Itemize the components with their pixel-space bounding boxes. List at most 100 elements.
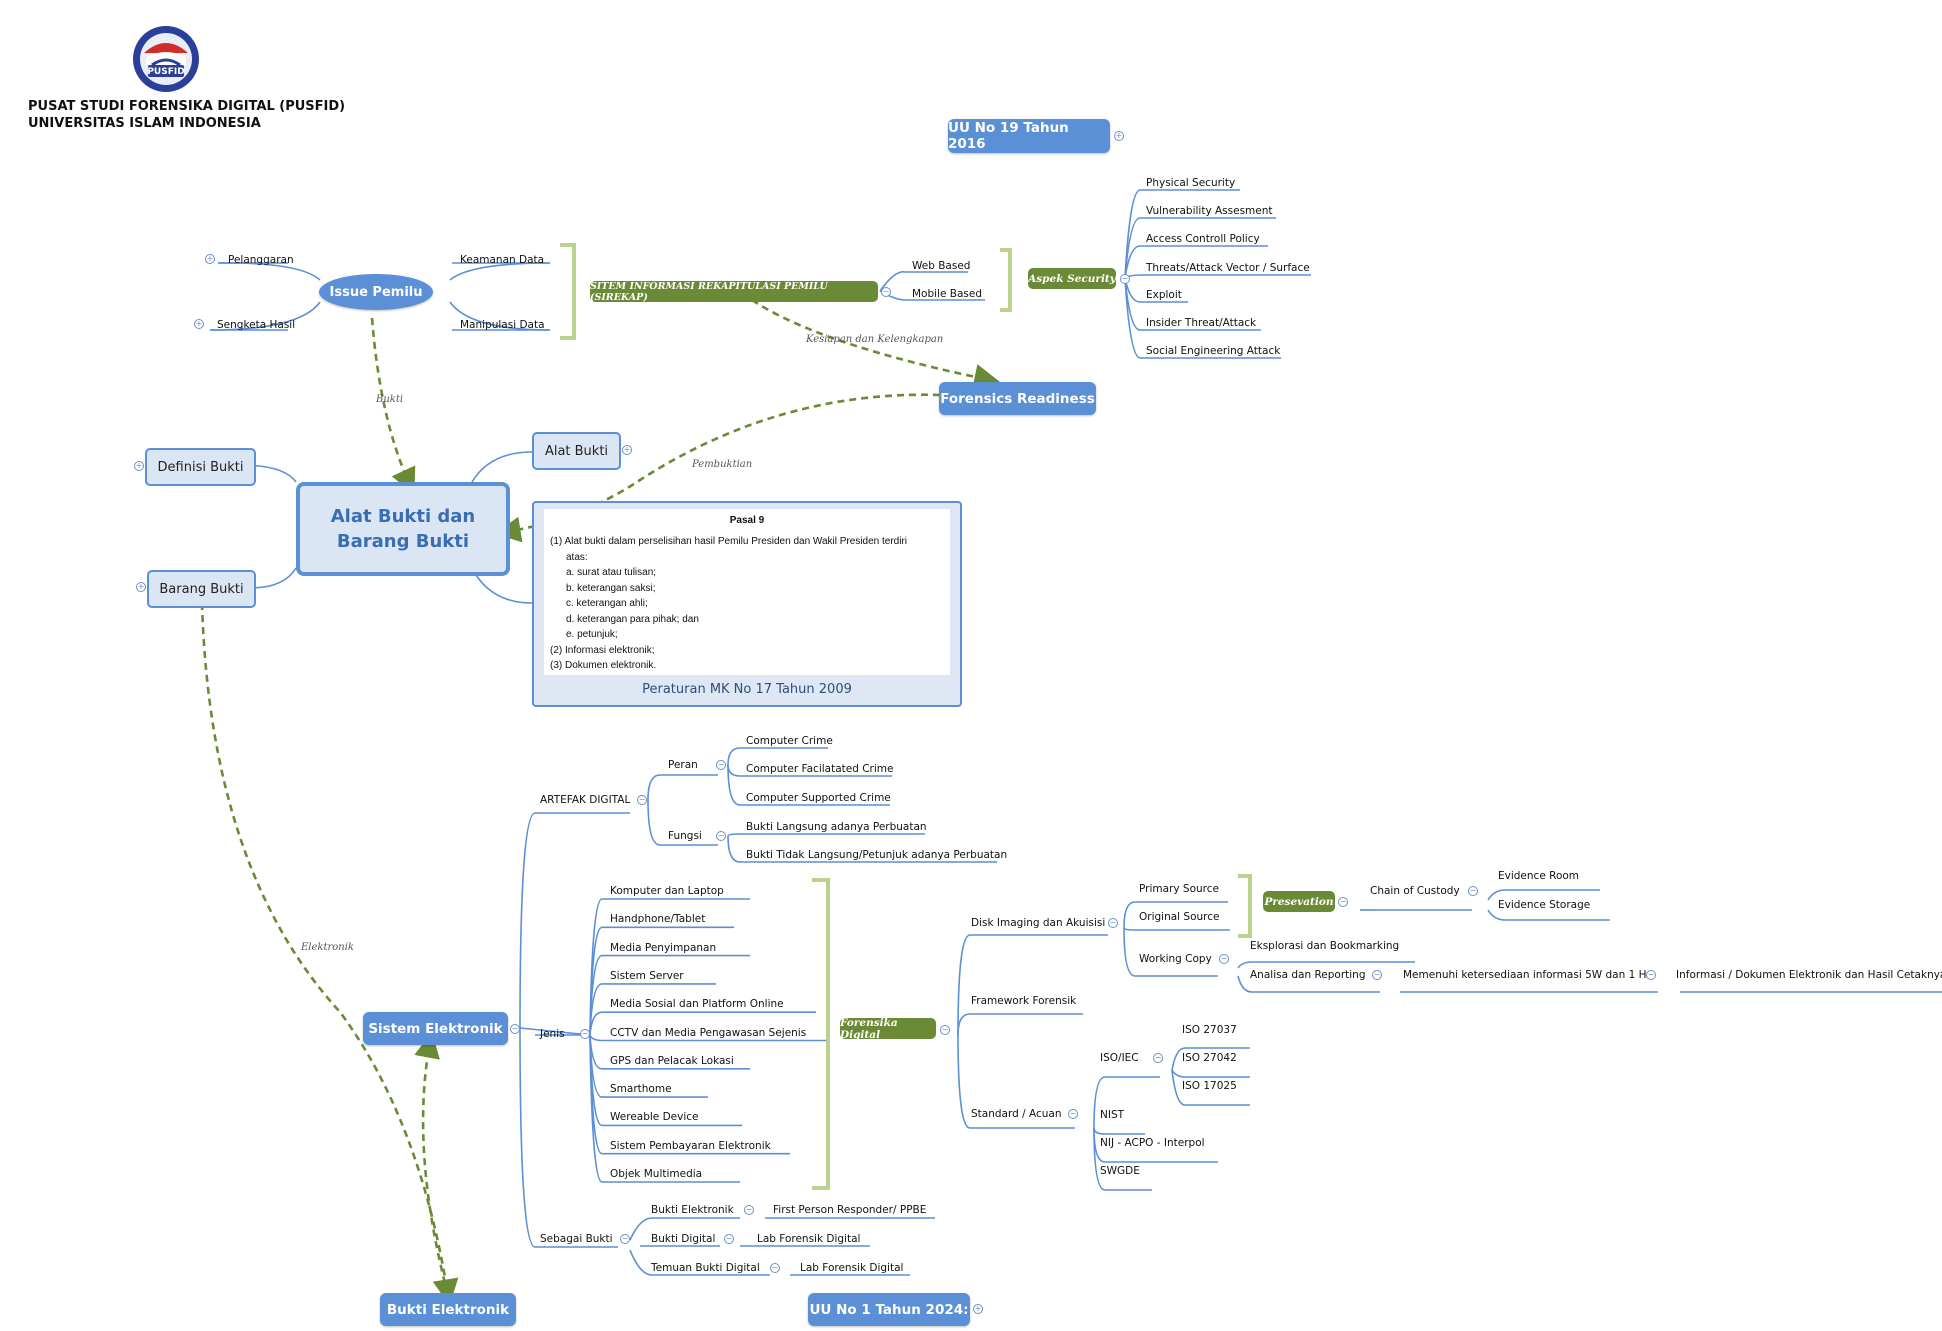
aspek-security-item[interactable]: Social Engineering Attack	[1146, 345, 1281, 357]
jenis-item[interactable]: CCTV dan Media Pengawasan Sejenis	[610, 1026, 807, 1039]
peran-label[interactable]: Peran	[668, 759, 698, 771]
analisa-label[interactable]: Analisa dan Reporting	[1250, 969, 1366, 981]
expand-icon[interactable]: +	[973, 1304, 983, 1314]
collapse-icon[interactable]: −	[1372, 970, 1382, 980]
sebagai-bukti-destination[interactable]: First Person Responder/ PPBE	[773, 1204, 927, 1216]
forensics-readiness-node[interactable]: Forensics Readiness	[939, 382, 1096, 415]
jenis-label[interactable]: Jenis	[540, 1028, 565, 1040]
collapse-icon[interactable]: −	[1108, 918, 1118, 928]
evidence-room-label[interactable]: Evidence Room	[1498, 870, 1580, 882]
iso-iec-label[interactable]: ISO/IEC	[1100, 1052, 1139, 1064]
expand-icon[interactable]: +	[1114, 131, 1124, 141]
aspek-security-item[interactable]: Exploit	[1146, 289, 1182, 301]
fungsi-label[interactable]: Fungsi	[668, 830, 702, 842]
collapse-icon[interactable]: −	[1120, 274, 1130, 284]
pasal-9-card[interactable]: Pasal 9 (1) Alat bukti dalam perselisiha…	[532, 501, 962, 707]
sebagai-bukti-item[interactable]: Temuan Bukti Digital	[651, 1262, 760, 1274]
iso-27037-label[interactable]: ISO 27037	[1182, 1024, 1237, 1036]
peran-item[interactable]: Computer Crime	[746, 735, 833, 747]
framework-forensik-label[interactable]: Framework Forensik	[971, 995, 1077, 1007]
jenis-item[interactable]: Smarthome	[610, 1083, 672, 1096]
jenis-item[interactable]: Media Sosial dan Platform Online	[610, 998, 784, 1011]
jenis-item[interactable]: Sistem Server	[610, 969, 684, 982]
sebagai-bukti-destination[interactable]: Lab Forensik Digital	[757, 1233, 861, 1245]
jenis-item[interactable]: Sistem Pembayaran Elektronik	[610, 1139, 771, 1152]
standard-label[interactable]: Standard / Acuan	[971, 1108, 1062, 1120]
mobile-based-label[interactable]: Mobile Based	[912, 288, 983, 300]
working-copy-label[interactable]: Working Copy	[1139, 953, 1212, 965]
collapse-icon[interactable]: −	[724, 1234, 734, 1244]
sengketa-hasil-label[interactable]: Sengketa Hasil	[217, 319, 296, 331]
collapse-icon[interactable]: −	[716, 760, 726, 770]
jenis-item[interactable]: Objek Multimedia	[610, 1168, 703, 1180]
evidence-storage-label[interactable]: Evidence Storage	[1498, 899, 1591, 911]
jenis-item[interactable]: Komputer dan Laptop	[610, 885, 724, 897]
alat-bukti-node[interactable]: Alat Bukti	[532, 432, 621, 470]
presevation-node[interactable]: Presevation	[1263, 891, 1335, 912]
sebagai-bukti-item[interactable]: Bukti Elektronik	[651, 1204, 734, 1216]
nist-label[interactable]: NIST	[1100, 1109, 1125, 1121]
collapse-icon[interactable]: −	[1338, 897, 1348, 907]
collapse-icon[interactable]: −	[940, 1025, 950, 1035]
swgde-label[interactable]: SWGDE	[1100, 1165, 1140, 1177]
aspek-security-item[interactable]: Vulnerability Assesment	[1146, 205, 1273, 217]
memenuhi-label[interactable]: Memenuhi ketersediaan informasi 5W dan 1…	[1403, 969, 1647, 981]
sistem-elektronik-node[interactable]: Sistem Elektronik	[363, 1012, 508, 1045]
sebagai-bukti-item[interactable]: Bukti Digital	[651, 1233, 716, 1245]
chain-of-custody-label[interactable]: Chain of Custody	[1370, 885, 1460, 897]
peran-item[interactable]: Computer Facilatated Crime	[746, 763, 894, 775]
collapse-icon[interactable]: −	[620, 1234, 630, 1244]
aspek-security-item[interactable]: Physical Security	[1146, 177, 1236, 189]
expand-icon[interactable]: +	[194, 319, 204, 329]
expand-icon[interactable]: +	[205, 254, 215, 264]
collapse-icon[interactable]: −	[637, 795, 647, 805]
definisi-bukti-node[interactable]: Definisi Bukti	[145, 448, 256, 486]
aspek-security-node[interactable]: Aspek Security	[1028, 268, 1116, 289]
forensika-digital-node[interactable]: Forensika Digital	[840, 1017, 936, 1041]
sebagai-bukti-destination[interactable]: Lab Forensik Digital	[800, 1262, 904, 1274]
iso-17025-label[interactable]: ISO 17025	[1182, 1080, 1237, 1092]
collapse-icon[interactable]: −	[1068, 1109, 1078, 1119]
jenis-item[interactable]: Wereable Device	[610, 1111, 699, 1124]
expand-icon[interactable]: +	[136, 582, 146, 592]
artefak-digital-label[interactable]: ARTEFAK DIGITAL	[540, 794, 631, 806]
uu-2016-node[interactable]: UU No 19 Tahun 2016	[948, 119, 1110, 153]
web-based-label[interactable]: Web Based	[912, 260, 971, 272]
informasi-label[interactable]: Informasi / Dokumen Elektronik dan Hasil…	[1676, 969, 1942, 981]
pelanggaran-label[interactable]: Pelanggaran	[228, 254, 294, 266]
sirekap-node[interactable]: SITEM INFORMASI REKAPITULASI PEMILU (SIR…	[590, 281, 878, 303]
fungsi-item[interactable]: Bukti Tidak Langsung/Petunjuk adanya Per…	[746, 849, 1008, 861]
collapse-icon[interactable]: −	[510, 1024, 520, 1034]
eksplorasi-label[interactable]: Eksplorasi dan Bookmarking	[1250, 940, 1400, 952]
collapse-icon[interactable]: −	[881, 287, 891, 297]
collapse-icon[interactable]: −	[580, 1029, 590, 1039]
collapse-icon[interactable]: −	[1468, 886, 1478, 896]
disk-imaging-label[interactable]: Disk Imaging dan Akuisisi	[971, 917, 1106, 929]
collapse-icon[interactable]: −	[770, 1263, 780, 1273]
collapse-icon[interactable]: −	[716, 831, 726, 841]
issue-pemilu-node[interactable]: Issue Pemilu	[319, 274, 433, 310]
aspek-security-item[interactable]: Access Controll Policy	[1146, 233, 1260, 245]
expand-icon[interactable]: +	[622, 445, 632, 455]
peran-item[interactable]: Computer Supported Crime	[746, 792, 891, 804]
expand-icon[interactable]: +	[134, 461, 144, 471]
primary-source-label[interactable]: Primary Source	[1139, 883, 1219, 895]
fungsi-item[interactable]: Bukti Langsung adanya Perbuatan	[746, 821, 927, 833]
collapse-icon[interactable]: −	[744, 1205, 754, 1215]
jenis-item[interactable]: Handphone/Tablet	[610, 913, 706, 926]
sebagai-bukti-label[interactable]: Sebagai Bukti	[540, 1233, 613, 1245]
original-source-label[interactable]: Original Source	[1139, 911, 1220, 923]
iso-27042-label[interactable]: ISO 27042	[1182, 1052, 1237, 1064]
manipulasi-data-label[interactable]: Manipulasi Data	[460, 319, 545, 331]
bukti-elektronik-node[interactable]: Bukti Elektronik	[380, 1293, 516, 1326]
central-topic-node[interactable]: Alat Bukti dan Barang Bukti	[296, 482, 510, 576]
uu-2024-node[interactable]: UU No 1 Tahun 2024:	[808, 1293, 970, 1326]
collapse-icon[interactable]: −	[1646, 970, 1656, 980]
keamanan-data-label[interactable]: Keamanan Data	[460, 254, 545, 266]
jenis-item[interactable]: GPS dan Pelacak Lokasi	[610, 1054, 734, 1067]
aspek-security-item[interactable]: Threats/Attack Vector / Surface	[1146, 262, 1310, 274]
collapse-icon[interactable]: −	[1219, 954, 1229, 964]
jenis-item[interactable]: Media Penyimpanan	[610, 941, 717, 954]
barang-bukti-node[interactable]: Barang Bukti	[147, 570, 256, 608]
nij-label[interactable]: NIJ - ACPO - Interpol	[1100, 1137, 1205, 1149]
